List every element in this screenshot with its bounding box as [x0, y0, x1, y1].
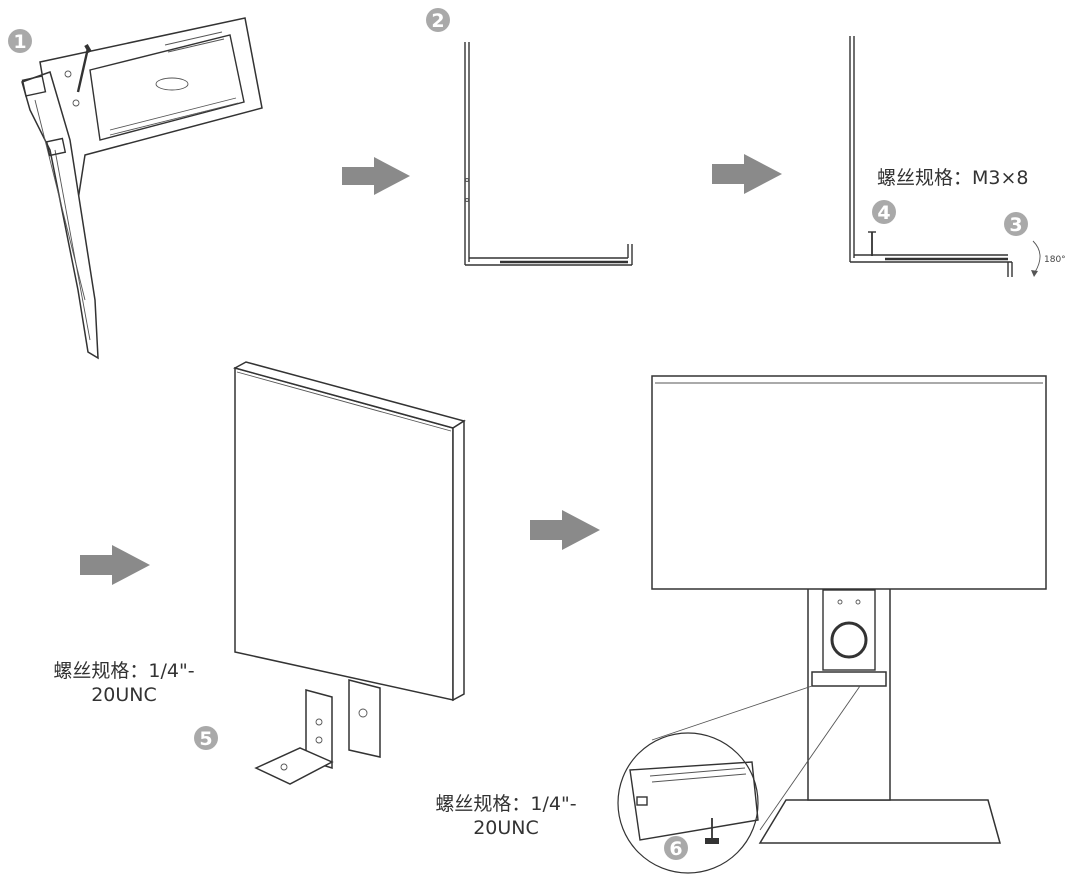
rotate-arrow-icon: 180°: [1031, 240, 1066, 277]
screw-spec-line1: 螺丝规格：1/4"-: [53, 660, 195, 682]
step-6-badge: 6: [664, 836, 688, 860]
step-1-number: 1: [13, 31, 26, 53]
step-2-number: 2: [431, 10, 444, 32]
step-4-number: 4: [877, 202, 890, 224]
step-4-badge: 4: [872, 200, 896, 224]
bracket-side-profile: [464, 42, 633, 266]
arrow-right-icon: [530, 510, 600, 550]
screw-spec-line2: 20UNC: [473, 817, 539, 839]
arrow-right-icon: [712, 154, 782, 194]
screw-spec-line2: 20UNC: [91, 684, 157, 706]
screw-spec-m3-label: 螺丝规格：M3×8: [877, 167, 1029, 189]
step-5-badge: 5: [194, 726, 218, 750]
rotation-label: 180°: [1044, 255, 1066, 265]
bracket-profile-with-screw: [849, 36, 1013, 277]
arrow-right-icon: [342, 157, 410, 195]
step-1-badge: 1: [8, 29, 32, 53]
step-3-number: 3: [1009, 214, 1022, 236]
monitor-perspective-illustration: [233, 361, 466, 702]
step-6-number: 6: [669, 838, 682, 860]
mount-bracket-illustration: [254, 679, 381, 785]
step-5-number: 5: [199, 728, 212, 750]
screw-spec-unc-label-left: 螺丝规格：1/4"- 20UNC: [40, 659, 208, 707]
screw-spec-unc-label-bottom: 螺丝规格：1/4"- 20UNC: [422, 792, 590, 840]
bracket-perspective-illustration: [21, 17, 263, 360]
assembled-monitor-illustration: [617, 375, 1047, 874]
arrow-right-icon: [80, 545, 150, 585]
step-2-badge: 2: [426, 8, 450, 32]
step-3-badge: 3: [1004, 212, 1028, 236]
screw-spec-line1: 螺丝规格：1/4"-: [435, 793, 577, 815]
